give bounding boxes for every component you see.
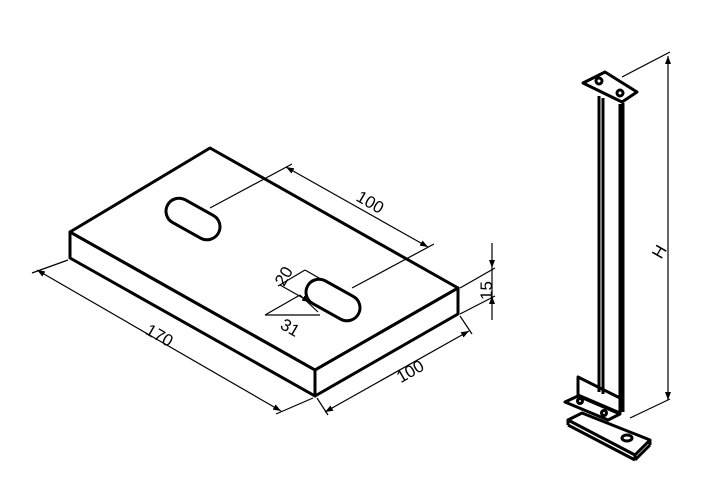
column	[563, 70, 652, 462]
column-bracket-foot	[563, 394, 622, 422]
base-plate	[68, 146, 460, 398]
slot-1	[164, 196, 222, 242]
dimension-height: H	[621, 51, 671, 419]
dim-label-31: 31	[277, 315, 303, 341]
dim-label-100-top: 100	[353, 187, 387, 218]
plate-top-face	[68, 146, 460, 372]
plate-left-face	[68, 230, 317, 398]
dimension-slot-spacing: 100	[209, 163, 435, 289]
plate-right-face	[313, 286, 460, 398]
dim-label-170: 170	[142, 320, 176, 351]
dimension-slot: 20 31	[264, 263, 341, 341]
dimension-thickness: 15	[459, 243, 496, 320]
dim-label-20: 20	[271, 263, 297, 289]
dimension-length: 170	[31, 259, 314, 415]
column-top-plate	[581, 70, 639, 104]
dimension-width: 100	[316, 315, 473, 416]
dim-label-100-width: 100	[393, 356, 427, 387]
dim-label-15: 15	[477, 281, 496, 300]
slot-2	[304, 277, 362, 323]
